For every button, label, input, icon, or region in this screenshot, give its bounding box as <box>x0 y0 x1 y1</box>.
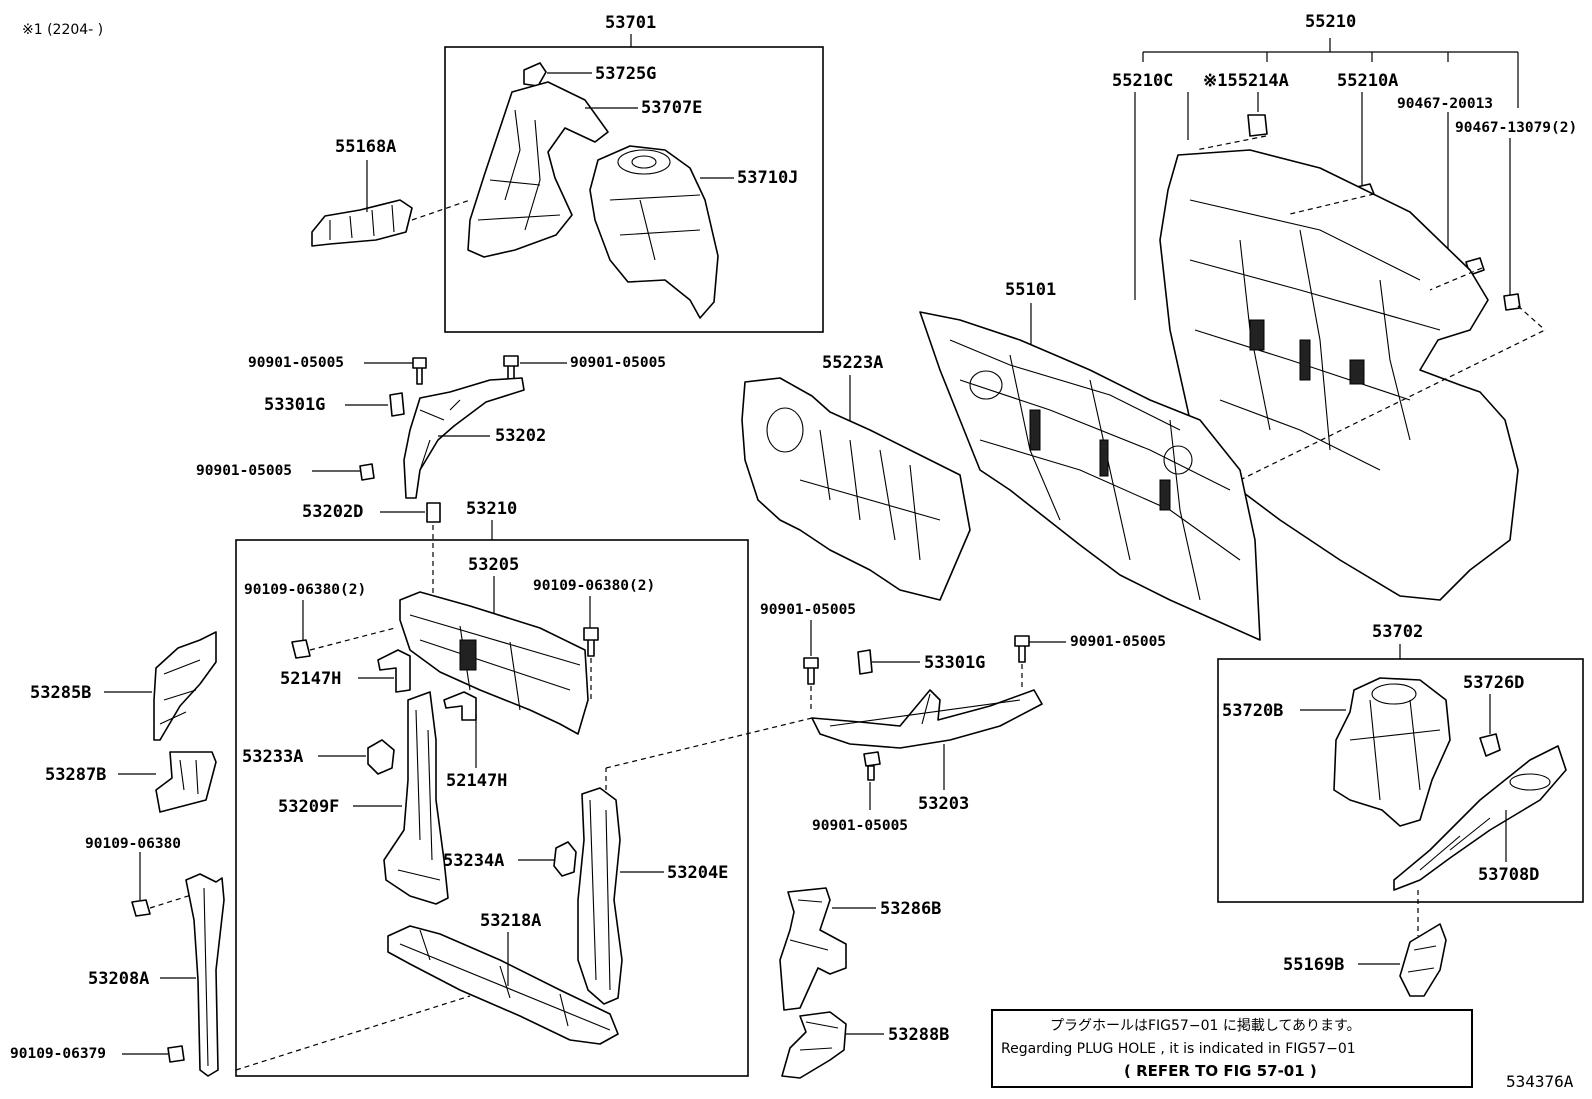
label-53203[interactable]: 53203 <box>918 794 969 814</box>
label-55168a[interactable]: 55168A <box>335 137 396 157</box>
part-53288b[interactable] <box>781 1011 847 1079</box>
bolt-90109-06380-b[interactable] <box>583 627 599 657</box>
label-53701[interactable]: 53701 <box>605 13 656 33</box>
part-53202d[interactable] <box>426 502 441 523</box>
group-53701: 53701 53725G 53707E 53710J <box>444 13 824 333</box>
part-55169b[interactable] <box>1399 923 1447 997</box>
part-55214a[interactable] <box>1247 114 1268 137</box>
part-90467-13079[interactable] <box>1503 293 1521 311</box>
label-90901-05005-f[interactable]: 90901-05005 <box>812 818 908 834</box>
label-53288b[interactable]: 53288B <box>888 1025 949 1045</box>
label-53205[interactable]: 53205 <box>468 555 519 575</box>
part-53218a-lower-support[interactable] <box>387 925 619 1045</box>
bolt-90901-05005-e[interactable] <box>1014 635 1030 663</box>
part-53205-upper-support[interactable] <box>399 591 589 735</box>
label-90467-13079[interactable]: 90467-13079(2) <box>1455 120 1577 136</box>
part-52147h-b[interactable] <box>443 691 477 721</box>
part-53720b-strut-tower[interactable] <box>1333 677 1451 827</box>
label-53710j[interactable]: 53710J <box>737 168 798 188</box>
part-53286b[interactable] <box>779 887 847 1011</box>
label-53287b[interactable]: 53287B <box>45 765 106 785</box>
label-53209f[interactable]: 53209F <box>278 797 339 817</box>
label-53218a[interactable]: 53218A <box>480 911 541 931</box>
label-90109-06380-2a[interactable]: 90109-06380(2) <box>244 582 366 598</box>
note-line-jp: プラグホールはFIG57−01 に掲載してあります。 <box>1050 1018 1361 1034</box>
label-90109-06379[interactable]: 90109-06379 <box>10 1046 106 1062</box>
label-53210[interactable]: 53210 <box>466 499 517 519</box>
part-53301g-a[interactable] <box>389 392 405 417</box>
label-55101[interactable]: 55101 <box>1005 280 1056 300</box>
part-53287b[interactable] <box>155 751 217 813</box>
group-53210: 53210 53205 90109-06380(2) 90109-06380(2… <box>235 499 749 1077</box>
label-90109-06380[interactable]: 90109-06380 <box>85 836 181 852</box>
label-90901-05005-b[interactable]: 90901-05005 <box>570 355 666 371</box>
label-90467-20013[interactable]: 90467-20013 <box>1397 96 1493 112</box>
part-53710j[interactable] <box>589 145 719 319</box>
label-90901-05005-c[interactable]: 90901-05005 <box>196 463 292 479</box>
label-53725g[interactable]: 53725G <box>595 64 656 84</box>
bolt-90901-05005-d[interactable] <box>803 657 819 685</box>
part-53708d-apron[interactable] <box>1393 745 1567 891</box>
header-note: ※1 (2204- ) <box>22 22 103 38</box>
part-53202[interactable] <box>403 377 525 499</box>
label-53204e[interactable]: 53204E <box>667 863 728 883</box>
label-53707e[interactable]: 53707E <box>641 98 702 118</box>
bolt-90109-06380[interactable] <box>131 899 151 917</box>
label-53301g-a[interactable]: 53301G <box>264 395 325 415</box>
part-53233a[interactable] <box>367 739 395 775</box>
group-53702: 53702 53720B 53726D 53708D <box>1217 622 1584 903</box>
group-55210: 55210 55210C ※155214A 55210A 90467-20013… <box>1112 12 1577 601</box>
figure-id: 534376A <box>1506 1072 1574 1091</box>
label-53301g-b[interactable]: 53301G <box>924 653 985 673</box>
label-53208a[interactable]: 53208A <box>88 969 149 989</box>
label-53726d[interactable]: 53726D <box>1463 673 1524 693</box>
label-53702[interactable]: 53702 <box>1372 622 1423 642</box>
label-90901-05005-a[interactable]: 90901-05005 <box>248 355 344 371</box>
label-55214a[interactable]: ※155214A <box>1203 71 1289 91</box>
label-53233a[interactable]: 53233A <box>242 747 303 767</box>
part-53725g[interactable] <box>523 62 547 87</box>
label-55223a[interactable]: 55223A <box>822 353 883 373</box>
part-53707e[interactable] <box>467 81 609 258</box>
label-55169b[interactable]: 55169B <box>1283 955 1344 975</box>
part-53301g-b[interactable] <box>857 649 873 675</box>
label-53285b[interactable]: 53285B <box>30 683 91 703</box>
part-53726d[interactable] <box>1479 733 1501 757</box>
bolt-90901-05005-f[interactable] <box>863 751 881 781</box>
label-55210c[interactable]: 55210C <box>1112 71 1173 91</box>
label-53202[interactable]: 53202 <box>495 426 546 446</box>
bolt-90109-06380-a[interactable] <box>291 639 311 659</box>
label-52147h-a[interactable]: 52147H <box>280 669 341 689</box>
part-55168a[interactable] <box>311 199 413 247</box>
part-53208a[interactable] <box>185 873 225 1077</box>
label-53286b[interactable]: 53286B <box>880 899 941 919</box>
label-52147h-b[interactable]: 52147H <box>446 771 507 791</box>
note-line-en: Regarding PLUG HOLE , it is indicated in… <box>1001 1041 1356 1057</box>
part-53285b[interactable] <box>153 631 217 741</box>
note-box: プラグホールはFIG57−01 に掲載してあります。 Regarding PLU… <box>991 1009 1473 1088</box>
bolt-90901-05005-a[interactable] <box>412 357 427 385</box>
label-55210a[interactable]: 55210A <box>1337 71 1398 91</box>
note-line-ref[interactable]: ( REFER TO FIG 57-01 ) <box>1124 1062 1317 1080</box>
label-53234a[interactable]: 53234A <box>443 851 504 871</box>
label-53202d[interactable]: 53202D <box>302 502 363 522</box>
part-53204e-side-support[interactable] <box>577 787 623 1005</box>
part-53234a[interactable] <box>553 841 577 877</box>
part-55101-dash-panel[interactable] <box>919 311 1261 641</box>
label-53720b[interactable]: 53720B <box>1222 701 1283 721</box>
label-53708d[interactable]: 53708D <box>1478 865 1539 885</box>
bolt-90109-06379[interactable] <box>167 1045 185 1063</box>
part-52147h-a[interactable] <box>377 649 411 693</box>
bolt-90901-05005-c[interactable] <box>359 463 375 481</box>
label-90901-05005-d[interactable]: 90901-05005 <box>760 602 856 618</box>
part-53203[interactable] <box>811 689 1043 749</box>
bolt-90901-05005-b[interactable] <box>503 355 519 381</box>
label-90109-06380-2b[interactable]: 90109-06380(2) <box>533 578 655 594</box>
label-90901-05005-e[interactable]: 90901-05005 <box>1070 634 1166 650</box>
label-55210[interactable]: 55210 <box>1305 12 1356 32</box>
